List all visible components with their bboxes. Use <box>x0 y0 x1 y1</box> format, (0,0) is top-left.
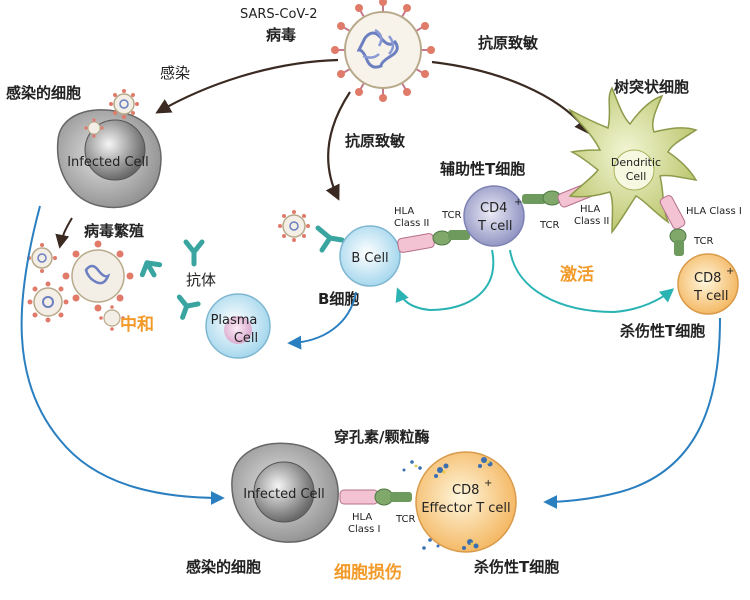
effector-sup: + <box>484 478 492 489</box>
dendritic-line2: Cell <box>626 170 647 183</box>
dendritic-line1: Dendritic <box>611 156 661 169</box>
cd8-sup: + <box>726 266 734 277</box>
activate-b-arrow <box>395 249 495 312</box>
dendritic-hla1-label: HLA Class I <box>686 206 742 217</box>
b-hla-line1: HLA <box>394 206 414 217</box>
b-cell-text: B Cell <box>351 251 388 266</box>
effector-line1: CD8 <box>452 483 479 498</box>
infected-top-label: 感染的细胞 <box>6 84 81 102</box>
perforin-label: 穿孔素/颗粒酶 <box>334 428 429 446</box>
helper-tcr-receptor <box>522 190 562 206</box>
granule-icon <box>402 457 493 550</box>
b-hla-class-ii <box>397 233 435 253</box>
neutralize-label: 中和 <box>120 314 154 335</box>
bottom-hla1-line1: HLA <box>352 512 372 523</box>
cd8-label: 杀伤性T细胞 <box>620 322 705 340</box>
replicate-arrow <box>55 217 73 249</box>
granule-accent-icon <box>414 460 490 546</box>
virus-small-icon <box>84 118 104 138</box>
virus-label: 病毒 <box>266 26 296 44</box>
infected-bottom-cell-text: Infected Cell <box>243 487 325 502</box>
antibody-icon <box>139 239 205 320</box>
b-tcr-label: TCR <box>441 210 462 221</box>
infect-arrow <box>155 58 339 114</box>
b-to-plasma-arrow <box>287 291 357 350</box>
damage-label: 细胞损伤 <box>334 562 402 583</box>
bottom-hla-class-i <box>339 489 379 505</box>
antigen-left-arrow <box>325 91 351 201</box>
dendritic-hla2-line2: Class II <box>574 216 609 227</box>
helper-label: 辅助性T细胞 <box>440 160 525 178</box>
antigen-right-arrow <box>431 60 590 135</box>
cd8-line1: CD8 <box>694 271 721 286</box>
helper-t-cell: CD4 + T cell <box>463 185 525 247</box>
cd8-tcr-receptor <box>669 228 687 256</box>
virus-graphic <box>331 0 435 102</box>
virus-small-icon <box>109 89 139 119</box>
virus-small-icon <box>278 210 310 242</box>
plasma-line1: Plasma <box>211 313 258 328</box>
replicate-label: 病毒繁殖 <box>84 222 144 240</box>
activate-cd8-arrow <box>509 249 675 314</box>
antibody-label: 抗体 <box>186 271 216 289</box>
b-hla-line2: Class II <box>394 218 429 229</box>
b-cell: B Cell <box>339 225 401 287</box>
cd8-t-cell: CD8 + T cell <box>677 253 739 315</box>
virus-name: SARS-CoV-2 <box>240 7 318 22</box>
dendritic-label: 树突状细胞 <box>614 78 689 96</box>
infected-cell-top: Infected Cell <box>56 109 162 208</box>
plasma-cell: Plasma Cell <box>205 293 271 359</box>
helper-tcr-label: TCR <box>539 220 560 231</box>
bottom-infected-label: 感染的细胞 <box>186 558 261 576</box>
helper-line1: CD4 <box>480 201 507 216</box>
cd8-to-effector-arrow <box>543 317 721 509</box>
infected-cell-bottom: Infected Cell <box>231 442 339 543</box>
effector-t-cell: CD8 + Effector T cell <box>415 451 517 553</box>
antigen-left-label: 抗原致敏 <box>345 132 406 150</box>
b-tcr-receptor <box>432 230 470 246</box>
dendritic-hla-class-i <box>659 195 686 230</box>
cd8-line2: T cell <box>693 289 728 304</box>
helper-sup: + <box>514 197 522 208</box>
b-cell-antibody-icon <box>315 225 345 253</box>
infect-label: 感染 <box>160 64 190 82</box>
dendritic-cell: Dendritic Cell <box>568 86 698 235</box>
effector-line2: Effector T cell <box>421 501 510 516</box>
activate-label: 激活 <box>560 264 594 285</box>
bottom-hla1-line2: Class I <box>348 524 380 535</box>
plasma-line2: Cell <box>234 331 258 346</box>
helper-line2: T cell <box>477 219 512 234</box>
virus-cluster <box>27 240 134 331</box>
dendritic-hla2-line1: HLA <box>580 204 600 215</box>
b-cell-label: B细胞 <box>318 290 359 308</box>
cd8-tcr-label: TCR <box>693 236 714 247</box>
bottom-tcr-label: TCR <box>395 514 416 525</box>
infected-top-cell-text: Infected Cell <box>67 155 149 170</box>
infected-to-bottom-arrow <box>20 205 225 505</box>
bottom-tcr-receptor <box>374 488 412 506</box>
antigen-right-label: 抗原致敏 <box>478 34 539 52</box>
bottom-killer-label: 杀伤性T细胞 <box>474 558 559 576</box>
